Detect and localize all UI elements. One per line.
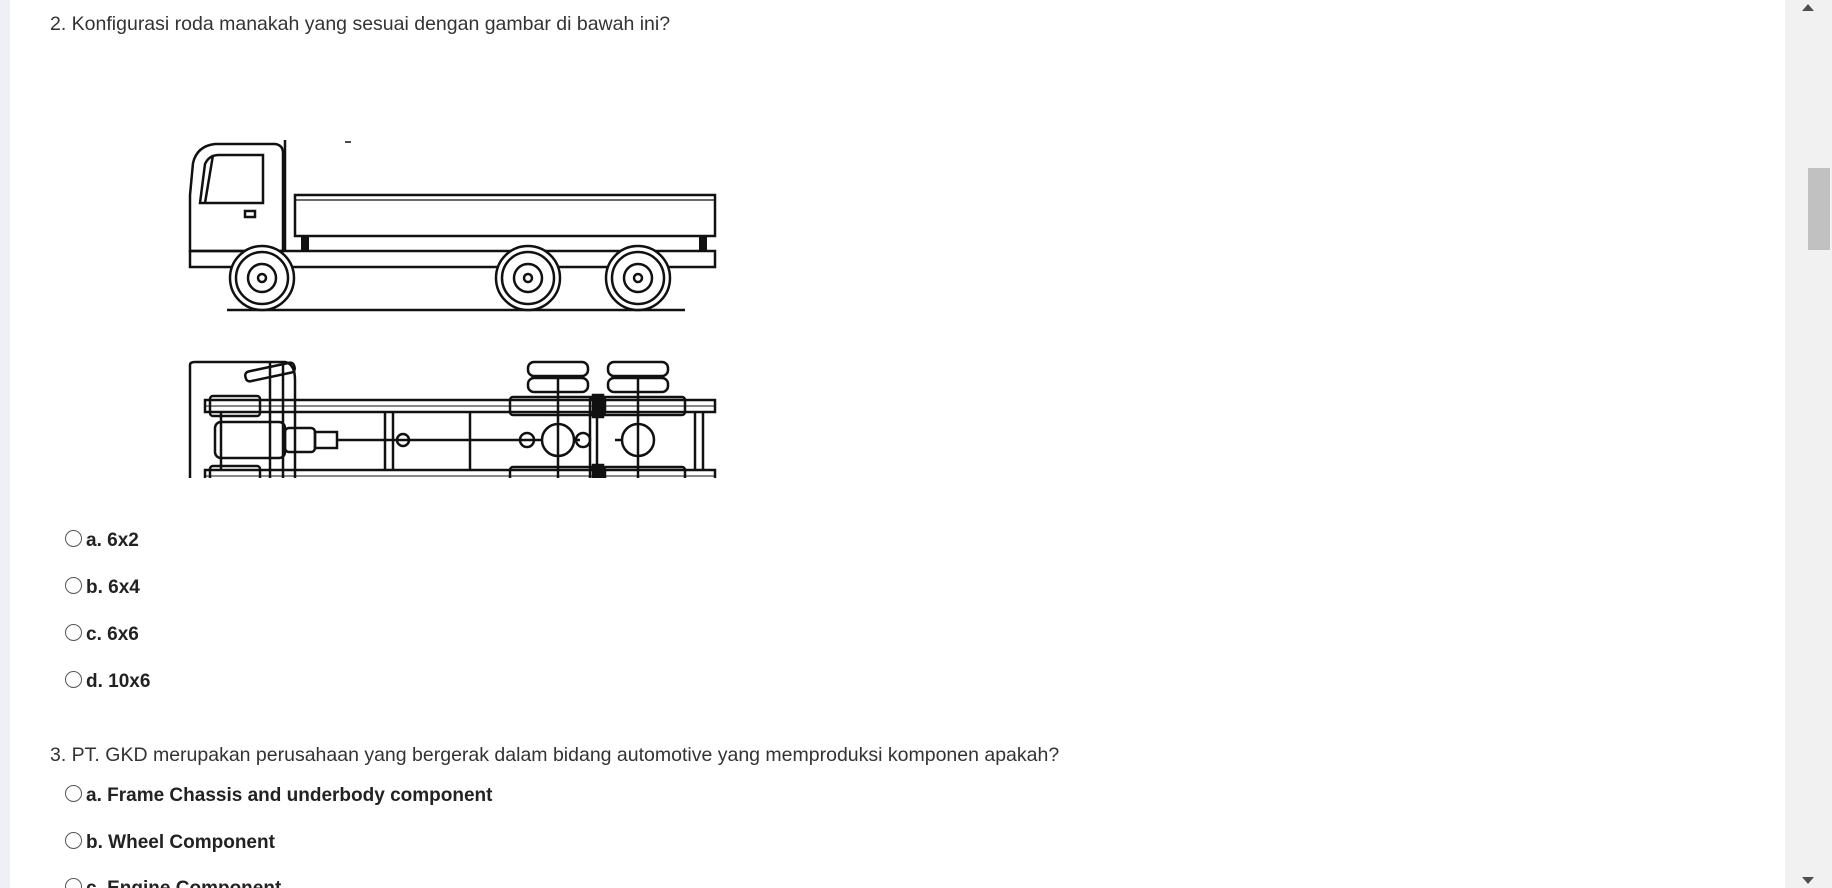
radio-button[interactable] [65,576,82,594]
truck-side-view [188,140,717,312]
option-label: a. 6x2 [86,530,139,551]
option-label: c. 6x6 [86,624,139,645]
radio-button[interactable] [65,623,82,641]
question-2-text: 2. Konfigurasi roda manakah yang sesuai … [50,13,671,35]
chevron-up-icon[interactable] [1802,4,1814,11]
option-label: b. Wheel Component [86,832,275,853]
radio-button[interactable] [65,529,82,547]
question-3-text: 3. PT. GKD merupakan perusahaan yang ber… [50,744,1060,766]
radio-button[interactable] [65,784,82,802]
option-label: d. 10x6 [86,671,151,692]
radio-button[interactable] [65,877,82,888]
page-left-margin [0,0,10,888]
option-label: c. Engine Component [86,878,281,888]
question-3-option-b[interactable]: b. Wheel Component [65,830,275,856]
truck-diagram-image [135,68,725,534]
scrollbar-thumb[interactable] [1808,168,1830,250]
vertical-scrollbar[interactable] [1785,0,1832,888]
question-2-option-a[interactable]: a. 6x2 [65,528,139,554]
question-3-option-a[interactable]: a. Frame Chassis and underbody component [65,783,492,809]
question-2-option-c[interactable]: c. 6x6 [65,622,139,648]
question-2-option-d[interactable]: d. 10x6 [65,669,150,695]
option-label: b. 6x4 [86,577,140,598]
radio-button[interactable] [65,670,82,688]
chevron-down-icon[interactable] [1802,877,1814,884]
radio-button[interactable] [65,831,82,849]
quiz-content: 2. Konfigurasi roda manakah yang sesuai … [50,0,1750,888]
question-2-option-b[interactable]: b. 6x4 [65,575,140,601]
truck-top-view [188,360,717,534]
question-3-option-c[interactable]: c. Engine Component [65,876,281,888]
option-label: a. Frame Chassis and underbody component [86,785,493,806]
